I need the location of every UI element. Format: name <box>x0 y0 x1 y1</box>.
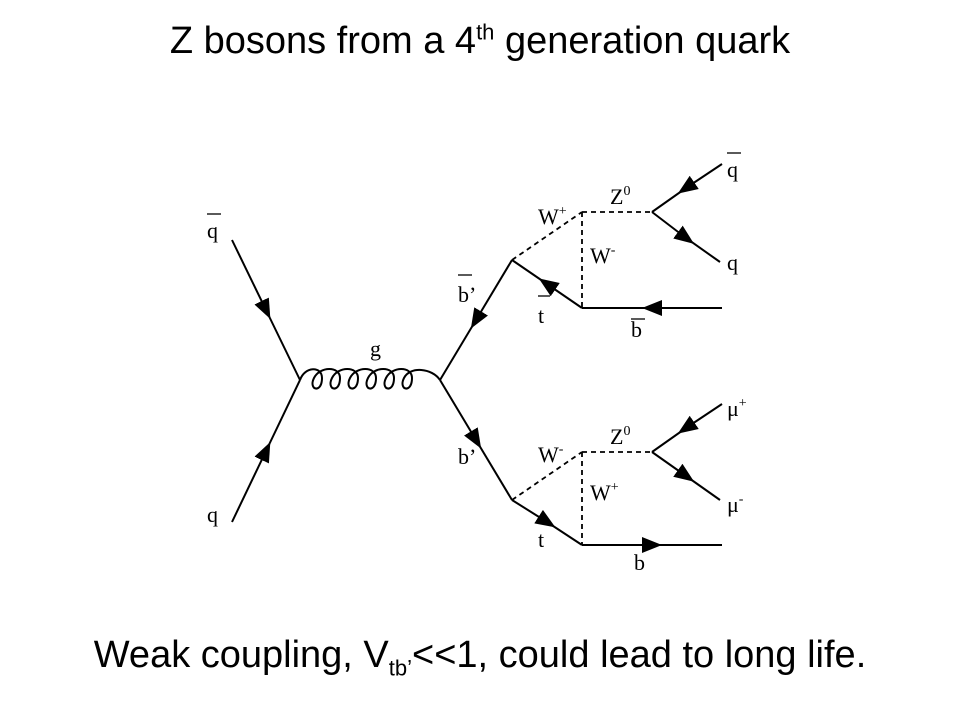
label-W-minus-bot: W- <box>538 442 564 467</box>
label-Z-top: Z0 <box>610 184 630 209</box>
line-q-out <box>651 211 721 263</box>
line-qbar-in <box>231 239 301 381</box>
label-b-out: b <box>634 550 645 575</box>
line-q-in <box>231 379 301 523</box>
label-tbar: t <box>538 303 544 328</box>
label-gluon: g <box>370 336 381 361</box>
line-qbar-out <box>651 163 723 213</box>
gluon-line <box>299 368 441 390</box>
label-bbar-out: b <box>631 317 642 342</box>
line-mu-plus <box>651 403 723 453</box>
label-Z-bot: Z0 <box>610 424 630 449</box>
label-W-plus-top: W+ <box>538 204 567 229</box>
label-qbar-in: q <box>207 218 218 243</box>
page-title: Z bosons from a 4th generation quark <box>169 19 791 62</box>
label-mu-plus: μ+ <box>727 396 747 421</box>
caption: Weak coupling, Vtb’<<1, could lead to lo… <box>93 634 867 681</box>
label-W-plus-bot: W+ <box>590 480 619 505</box>
label-bprime-bar: b’ <box>458 282 476 307</box>
label-q-out: q <box>727 250 738 275</box>
line-t <box>511 499 583 546</box>
label-qbar-out: q <box>727 157 738 182</box>
label-W-minus-top: W- <box>590 243 616 268</box>
line-bprime <box>439 379 513 501</box>
label-q-in: q <box>207 502 218 527</box>
label-bprime: b’ <box>458 444 476 469</box>
line-bprime-bar <box>439 259 513 381</box>
line-mu-minus <box>651 451 721 501</box>
line-tbar <box>511 259 583 309</box>
label-mu-minus: μ- <box>727 492 744 517</box>
label-t: t <box>538 527 544 552</box>
